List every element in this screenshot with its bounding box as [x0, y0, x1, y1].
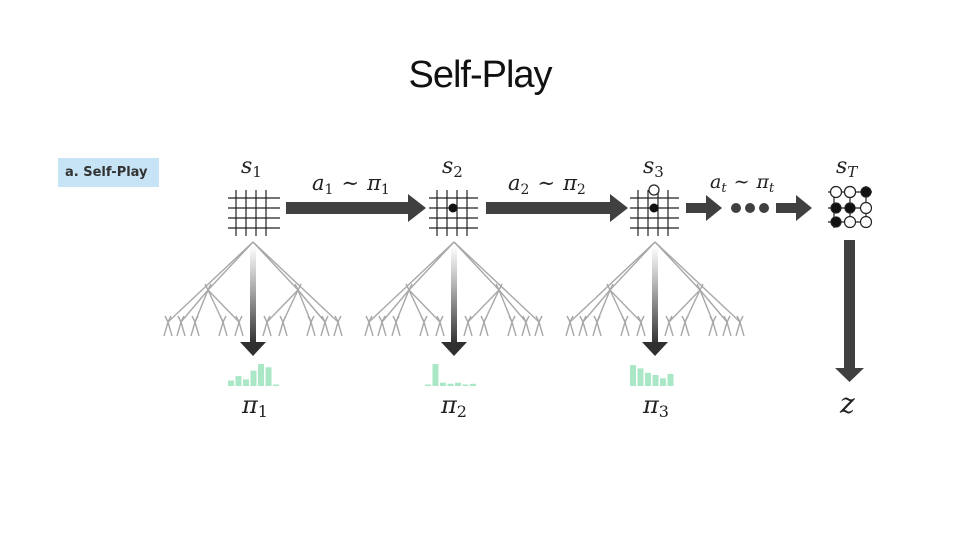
search-arrow-3-head [642, 342, 668, 356]
histogram-bar [235, 376, 242, 386]
histogram-bar [645, 372, 651, 386]
histogram-bar [667, 373, 674, 386]
search-tree-3 [565, 241, 745, 337]
policy-histograms [228, 364, 674, 386]
arrow-s3-dots [686, 195, 722, 221]
ellipsis-dot [745, 203, 755, 213]
action-label-2: a2∼π2 [508, 171, 586, 198]
search-arrow-1 [250, 246, 256, 344]
action-label-t: at∼πt [710, 171, 775, 196]
arrow-s2-s3 [486, 194, 628, 222]
histogram-bar [630, 365, 636, 386]
histogram-bar [265, 367, 272, 386]
state-label-sT: sT [836, 154, 858, 181]
state-label-s2: s2 [442, 154, 463, 181]
policy-histogram-3 [630, 365, 674, 386]
policy-histogram-1 [228, 364, 279, 386]
board-sT [828, 185, 873, 229]
state-label-s3: s3 [643, 154, 664, 181]
histogram-bar [243, 379, 249, 386]
policy-label-3: π3 [642, 391, 669, 421]
histogram-bar [258, 364, 264, 386]
histogram-bar [425, 384, 431, 386]
policy-label-2: π2 [440, 391, 467, 421]
slide-title: Self-Play [408, 54, 552, 96]
histogram-bar [228, 380, 234, 386]
policy-histogram-2 [425, 364, 476, 386]
outcome-arrow-head [835, 368, 864, 382]
search-arrow-3 [652, 246, 658, 344]
histogram-bar [440, 382, 446, 386]
search-arrow-1-head [240, 342, 266, 356]
search-arrow-2-head [441, 342, 467, 356]
histogram-bar [470, 383, 476, 386]
action-label-1: a1∼π1 [312, 171, 390, 198]
histogram-bar [637, 368, 644, 386]
histogram-bar [432, 364, 439, 386]
arrow-s1-s2 [286, 194, 426, 222]
histogram-bar [447, 383, 454, 386]
board-s2 [429, 190, 478, 236]
outcome-label: z [839, 387, 855, 420]
histogram-bar [455, 382, 461, 386]
ellipsis-dot [731, 203, 741, 213]
search-tree-2 [364, 241, 544, 337]
histogram-bar [462, 384, 469, 386]
panel-label: a. Self-Play [58, 158, 159, 187]
board-s1 [228, 190, 280, 236]
histogram-bar [652, 375, 659, 386]
histogram-bar [250, 370, 257, 386]
search-tree-1 [163, 241, 343, 337]
state-label-s1: s1 [241, 154, 262, 181]
search-arrow-2 [451, 246, 457, 344]
histogram-bar [273, 384, 279, 386]
search-trees [163, 241, 745, 337]
board-s3 [630, 184, 679, 236]
histogram-bar [660, 378, 666, 386]
outcome-arrow [844, 240, 855, 370]
arrow-dots-sT [776, 195, 812, 221]
ellipsis-dot [759, 203, 769, 213]
policy-label-1: π1 [241, 391, 268, 421]
